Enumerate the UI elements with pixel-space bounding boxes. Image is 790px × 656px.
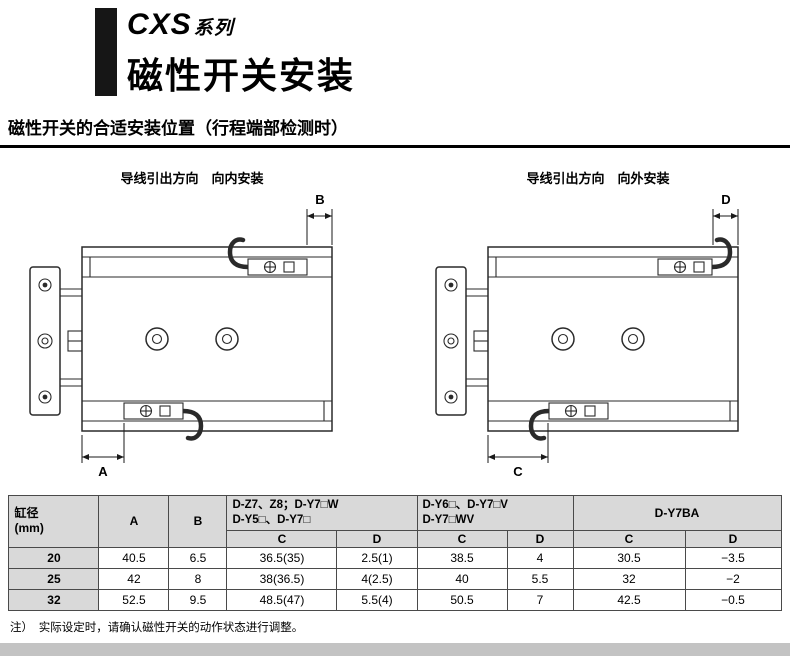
magnetic-switch-bottom	[123, 402, 204, 441]
piston-rods	[60, 288, 83, 387]
switch-indicator	[584, 405, 596, 417]
port-circle	[215, 327, 239, 351]
table-cell: 36.5(35)	[226, 546, 338, 569]
table-cell: 7	[506, 588, 574, 611]
port-circle	[145, 327, 169, 351]
table-row: 20 40.5 6.5 36.5(35) 2.5(1) 38.5 4 30.5 …	[8, 546, 782, 569]
page-title: 磁性开关安装	[127, 55, 356, 96]
diagram-inward-drawing: B	[29, 192, 333, 479]
col-group-dy6: D-Y6□、D-Y7□V D-Y7□WV	[416, 495, 574, 531]
dim-label-bottom: C	[513, 464, 523, 479]
dim-label-top: D	[721, 192, 730, 207]
table-cell: 42	[98, 567, 170, 590]
switch-indicator	[159, 405, 171, 417]
table-row: 25 42 8 38(36.5) 4(2.5) 40 5.5 32 −2	[8, 567, 782, 590]
magnetic-switch-top	[657, 237, 733, 276]
sub-header-c2: C	[416, 529, 508, 548]
bore-cell: 20	[8, 546, 100, 569]
diagram-outward: 导线引出方向 向外安装 D	[412, 168, 784, 479]
section-title: 磁性开关的合适安装位置（行程端部检测时）	[0, 114, 790, 148]
port-circle	[621, 327, 645, 351]
end-plate	[435, 266, 467, 416]
table-cell: 9.5	[168, 588, 228, 611]
dimension-table: 缸径 (mm) A B D-Z7、Z8；D-Y7□W D-Y5□、D-Y7□ D…	[8, 495, 782, 611]
table-row: 32 52.5 9.5 48.5(47) 5.5(4) 50.5 7 42.5 …	[8, 588, 782, 611]
footnote: 注） 实际设定时，请确认磁性开关的动作状态进行调整。	[10, 621, 304, 634]
sub-header-c1: C	[226, 529, 338, 548]
switch-indicator	[693, 261, 705, 273]
table-cell: 2.5(1)	[336, 546, 418, 569]
footer-strip	[0, 643, 790, 656]
table-cell: 38(36.5)	[226, 567, 338, 590]
port-circle	[551, 327, 575, 351]
dimension-top: B	[306, 192, 333, 245]
sub-header-d2: D	[506, 529, 574, 548]
switch-cable-icon	[227, 237, 251, 270]
header-black-tab	[95, 8, 117, 96]
dimension-top: D	[712, 192, 739, 245]
series-code: CXS	[127, 8, 192, 41]
magnetic-switch-bottom	[528, 402, 609, 441]
table-cell: −2	[684, 567, 782, 590]
switch-cable-icon	[180, 408, 204, 441]
table-cell: 40	[416, 567, 508, 590]
switch-indicator	[283, 261, 295, 273]
sub-header-d1: D	[336, 529, 418, 548]
bore-cell: 32	[8, 588, 100, 611]
series-suffix: 系列	[193, 18, 234, 39]
diagram-outward-caption: 导线引出方向 向外安装	[526, 171, 670, 186]
dim-label-top: B	[315, 192, 324, 207]
table-cell: 30.5	[572, 546, 686, 569]
table-cell: 5.5(4)	[336, 588, 418, 611]
table-cell: 38.5	[416, 546, 508, 569]
col-header-bore: 缸径 (mm)	[8, 495, 100, 548]
magnetic-switch-top	[227, 237, 308, 276]
diagram-inward-caption: 导线引出方向 向内安装	[120, 171, 264, 186]
table-cell: −0.5	[684, 588, 782, 611]
cylinder-body	[81, 246, 333, 432]
diagram-area: 导线引出方向 向内安装 B	[0, 168, 790, 479]
col-group-dy7ba: D-Y7BA	[572, 495, 782, 531]
end-plate	[29, 266, 61, 416]
table-cell: 40.5	[98, 546, 170, 569]
table-cell: 48.5(47)	[226, 588, 338, 611]
switch-cable-icon	[709, 237, 733, 270]
table-cell: 52.5	[98, 588, 170, 611]
diagram-outward-drawing: D	[435, 192, 739, 479]
sub-header-c3: C	[572, 529, 686, 548]
dimension-bottom: C	[487, 423, 549, 479]
col-header-b: B	[168, 495, 228, 548]
table-cell: 4	[506, 546, 574, 569]
table-cell: 32	[572, 567, 686, 590]
sub-header-d3: D	[684, 529, 782, 548]
diagram-inward: 导线引出方向 向内安装 B	[6, 168, 378, 479]
table-cell: 4(2.5)	[336, 567, 418, 590]
dim-label-bottom: A	[98, 464, 108, 479]
dimension-bottom: A	[81, 423, 125, 479]
cylinder-body	[487, 246, 739, 432]
table-cell: 5.5	[506, 567, 574, 590]
piston-rods	[466, 288, 489, 387]
bore-cell: 25	[8, 567, 100, 590]
switch-cable-icon	[528, 408, 552, 441]
col-header-a: A	[98, 495, 170, 548]
table-cell: −3.5	[684, 546, 782, 569]
table-cell: 6.5	[168, 546, 228, 569]
table-cell: 50.5	[416, 588, 508, 611]
table-cell: 8	[168, 567, 228, 590]
table-cell: 42.5	[572, 588, 686, 611]
col-group-dz7: D-Z7、Z8；D-Y7□W D-Y5□、D-Y7□	[226, 495, 418, 531]
